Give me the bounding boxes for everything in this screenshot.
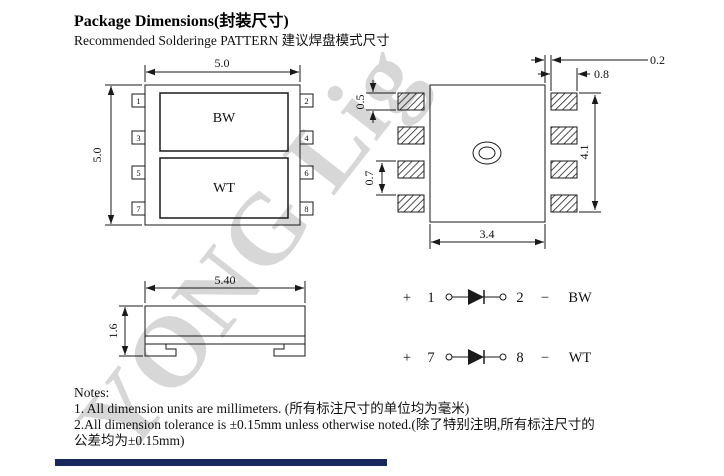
plus-sign: + [403,290,411,306]
dim-pad-height: 0.5 [353,80,396,123]
pin-number: 2 [516,290,523,306]
dim-label: 5.0 [90,148,104,163]
pin-number: 4 [304,133,309,143]
diode-symbol [468,289,484,305]
pin-number: 7 [136,204,140,214]
note-line: 1. All dimension units are millimeters. … [74,401,470,416]
page-subtitle: Recommended Solderinge PATTERN 建议焊盘模式尺寸 [74,33,390,48]
pin-box [131,201,146,216]
terminal-circle [499,293,507,301]
pin-number: 2 [304,96,308,106]
note-line: 公差均为±0.15mm) [74,433,185,448]
bw-region-label: BW [213,111,236,126]
dim-top-width: 5.0 [144,56,301,82]
pin-number: 8 [516,350,523,366]
pin-box [299,201,314,216]
dim-label: 3.4 [480,227,495,241]
circuit-label: BW [568,290,592,306]
terminal-circle [445,293,453,301]
pin-box [131,165,146,180]
diode-symbol [468,349,484,365]
package-top-view: BW WT 1 3 5 7 2 4 6 8 5.0 [90,56,314,226]
bottom-page-edge [55,459,387,466]
dim-pad-width: 0.8 [538,55,609,91]
dim-side-width: 5.40 [144,273,306,303]
dim-label: 0.2 [650,53,665,67]
pin-number: 1 [136,96,140,106]
dim-label: 0.5 [353,95,367,110]
pin-number: 1 [427,290,434,306]
circuit-diagram-bw: + 1 2 − BW [403,289,592,306]
center-hole-outer [472,141,502,165]
pin-box [299,165,314,180]
circuit-diagram-wt: + 7 8 − WT [403,349,592,366]
dim-side-height: 1.6 [106,305,143,357]
package-outline [144,84,301,226]
solder-pad [397,126,425,145]
note-line: 2.All dimension tolerance is ±0.15mm unl… [74,417,595,432]
notes: Notes: 1. All dimension units are millim… [74,385,595,449]
dim-gap: 0.2 [531,53,665,83]
solder-pads-left [397,92,425,213]
dim-pad-pitch: 0.7 [362,160,396,196]
pin-number: 6 [304,168,308,178]
solder-pad [550,92,578,111]
center-hole-inner [478,146,496,160]
minus-sign: − [541,290,549,306]
pin-number: 3 [136,133,140,143]
solder-pattern-view: 0.5 0.7 0.8 0.2 3.4 [353,53,665,249]
pin-box [131,130,146,145]
terminal-circle [445,353,453,361]
solder-pad [397,92,425,111]
notes-heading: Notes: [74,385,110,400]
dim-left-height: 5.0 [90,84,142,226]
pin-number: 5 [136,168,140,178]
technical-drawing: BW WT 1 3 5 7 2 4 6 8 5.0 [90,53,665,366]
wt-region-label: WT [213,181,235,196]
solder-pads-right [550,92,578,213]
pin-box [299,93,314,108]
dim-label: 0.7 [362,171,376,186]
pin-number: 7 [427,350,434,366]
dim-label: 5.0 [215,56,230,70]
lead-foot-left [144,344,177,357]
dim-label: 5.40 [215,273,236,287]
solder-pad [550,160,578,179]
dim-label: 1.6 [106,324,120,339]
wt-region-box [159,157,289,219]
dim-label: 4.1 [577,145,591,160]
side-body-outline [144,305,306,345]
solder-pad [550,194,578,213]
pin-box [131,93,146,108]
dim-span-width: 3.4 [429,224,546,249]
page-title: Package Dimensions(封装尺寸) [74,13,289,30]
dim-span-height: 4.1 [577,92,601,213]
solder-pad [550,126,578,145]
pin-boxes-right: 2 4 6 8 [299,93,314,216]
solder-pad [397,160,425,179]
lead-foot-right [273,344,306,357]
dim-label: 0.8 [594,67,609,81]
terminal-circle [499,353,507,361]
package-side-view: 5.40 1.6 [106,273,306,357]
plus-sign: + [403,350,411,366]
pattern-body-outline [429,84,546,223]
pin-boxes-left: 1 3 5 7 [131,93,146,216]
circuit-label: WT [569,350,592,366]
pin-box [299,130,314,145]
pin-number: 8 [304,204,308,214]
solder-pad [397,194,425,213]
minus-sign: − [541,350,549,366]
bw-region-box [159,92,289,152]
